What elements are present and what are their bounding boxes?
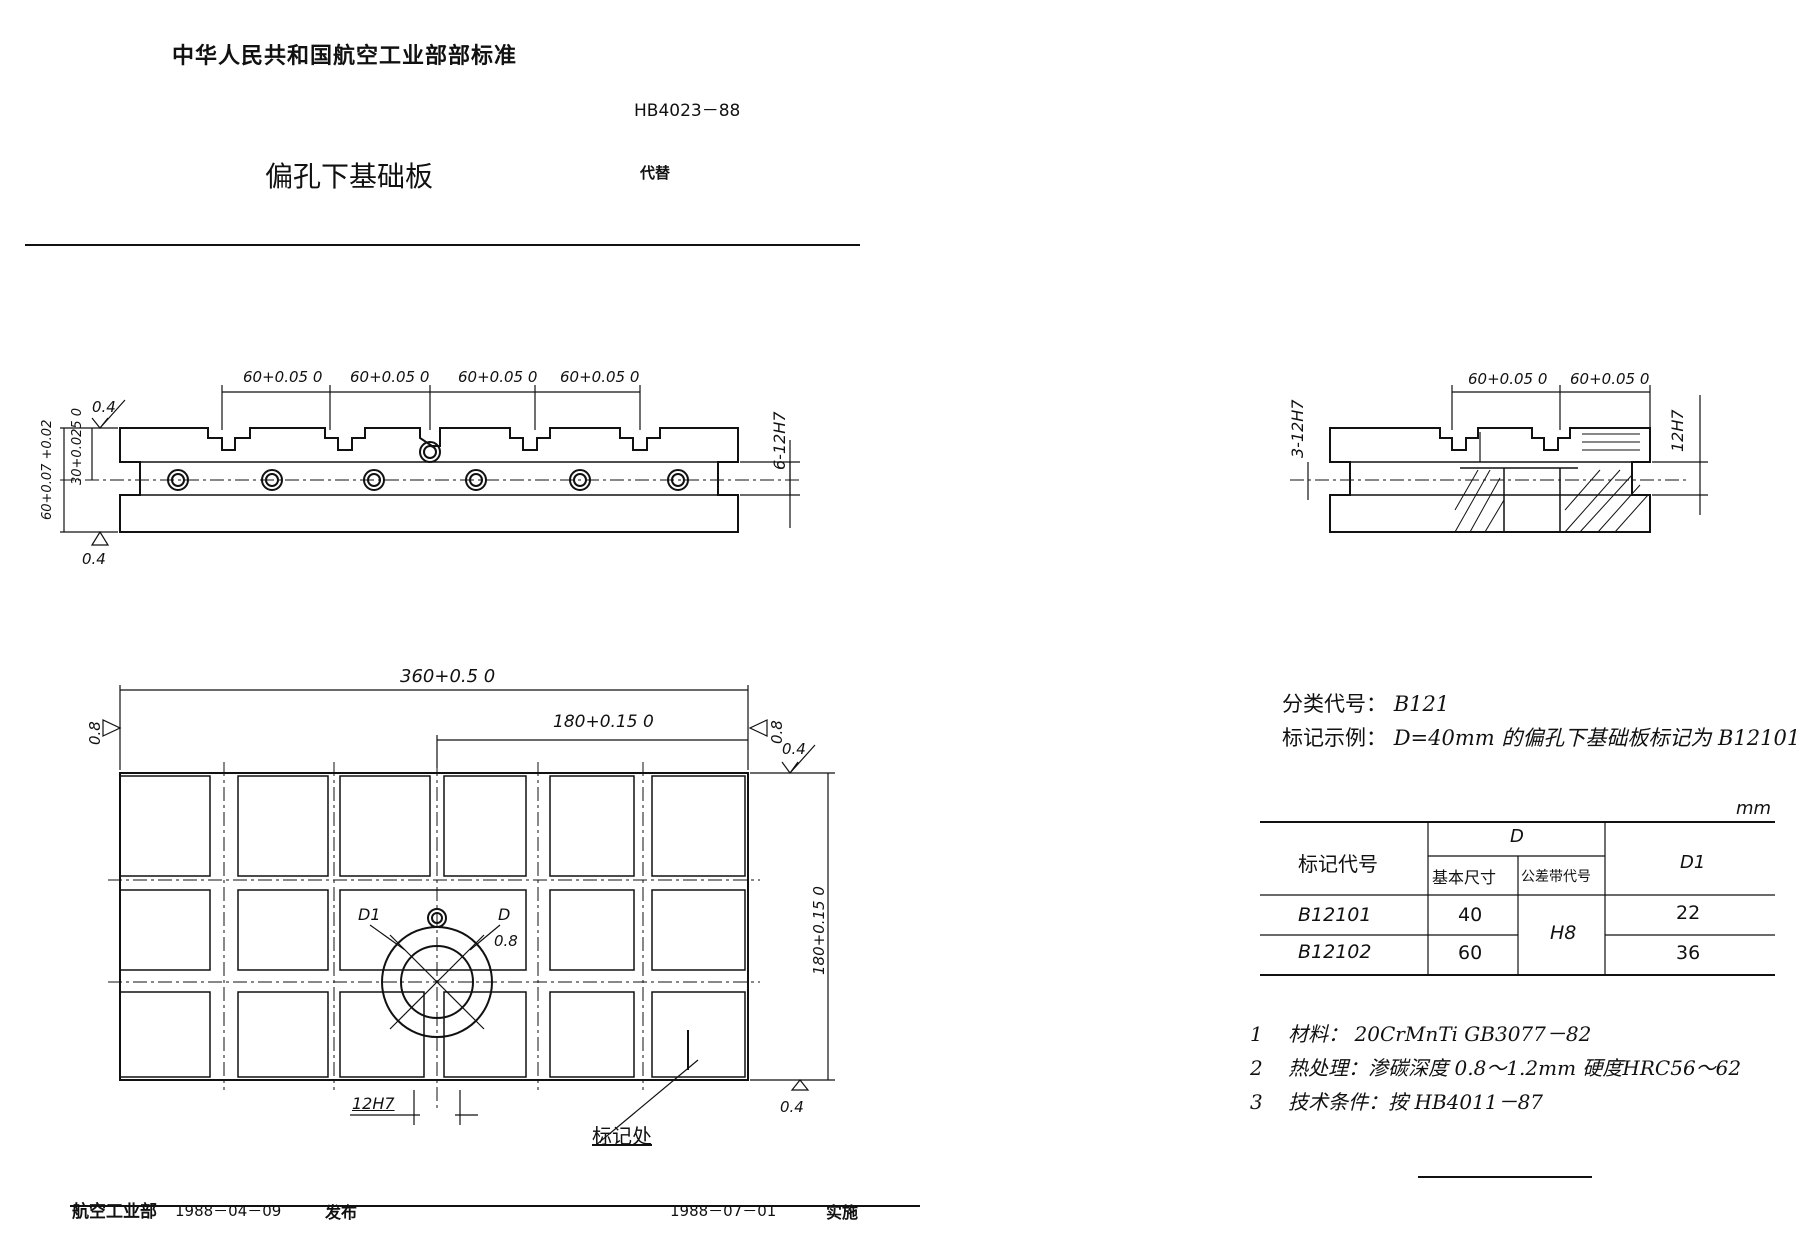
side-right-label: 12H7 [1668, 409, 1687, 452]
note-3: 3 技术条件：按 HB4011－87 [1250, 1086, 1543, 1115]
footer-issuer: 航空工业部 [72, 1202, 157, 1222]
footer-impl-label: 实施 [826, 1203, 859, 1222]
plan-slot-label: 12H7 [352, 1094, 395, 1113]
org-standard-title: 中华人民共和国航空工业部部标准 [172, 44, 518, 69]
standard-number: HB4023－88 [634, 101, 741, 121]
plan-width-dim: 360+0.5 0 [400, 666, 496, 687]
table-header-tol: 公差带代号 [1521, 869, 1591, 885]
d1-label: D1 [358, 905, 381, 924]
side-dim-2: 60+0.05 0 [1570, 370, 1650, 388]
front-height-dim: 60+0.07 +0.02 [40, 419, 55, 520]
table-row-1-d1: 22 [1676, 902, 1701, 924]
note-1-text: 材料： 20CrMnTi GB3077－82 [1288, 1022, 1592, 1046]
front-dim-4: 60+0.05 0 [560, 368, 640, 386]
plan-roughness-bottom: 0.4 [780, 1098, 804, 1116]
note-2: 2 热处理：渗碳深度 0.8～1.2mm 硬度HRC56～62 [1250, 1052, 1741, 1081]
table-row-1-mark: B12101 [1298, 904, 1372, 926]
classification-code-label: 分类代号： [1282, 692, 1387, 716]
note-1: 1 材料： 20CrMnTi GB3077－82 [1250, 1018, 1591, 1047]
note-1-number: 1 [1250, 1022, 1263, 1046]
side-view-outline [1290, 427, 1690, 533]
table-row-2-d1: 36 [1676, 942, 1701, 964]
front-slot-label: 6-12H7 [770, 411, 789, 470]
front-dim-2: 60+0.05 0 [350, 368, 430, 386]
plan-view-outline [108, 762, 760, 1110]
note-2-number: 2 [1250, 1056, 1263, 1080]
footer-impl-date: 1988－07－01 [670, 1202, 777, 1220]
table-row-1-basic: 40 [1458, 904, 1483, 926]
table-header-d1: D1 [1680, 852, 1706, 873]
marking-location-label: 标记处 [592, 1124, 652, 1148]
plan-roughness-left: 0.8 [86, 721, 104, 745]
classification-code: 分类代号： B121 [1282, 688, 1449, 718]
side-dim-1: 60+0.05 0 [1468, 370, 1548, 388]
table-header-d: D [1510, 826, 1524, 847]
front-roughness-bottom: 0.4 [82, 550, 106, 568]
table-tolerance-value: H8 [1550, 922, 1577, 944]
plan-height-dim: 180+0.15 0 [810, 886, 828, 975]
marking-example: 标记示例： D=40mm 的偏孔下基础板标记为 B12101 [1282, 722, 1799, 752]
table-row-2-basic: 60 [1458, 942, 1483, 964]
footer-issue-label: 发布 [325, 1203, 358, 1222]
footer-issue-date: 1988－04－09 [175, 1202, 282, 1220]
front-dim-3: 60+0.05 0 [458, 368, 538, 386]
marking-example-text: D=40mm 的偏孔下基础板标记为 B12101 [1393, 726, 1799, 750]
plan-roughness-top: 0.4 [782, 740, 806, 758]
note-3-text: 技术条件：按 HB4011－87 [1288, 1090, 1544, 1114]
table-header-mark: 标记代号 [1298, 852, 1378, 876]
note-2-text: 热处理：渗碳深度 0.8～1.2mm 硬度HRC56～62 [1288, 1056, 1742, 1080]
d-roughness: 0.8 [494, 932, 518, 950]
front-subheight-dim: 30+0.025 0 [70, 407, 85, 485]
table-row-2-mark: B12102 [1298, 941, 1372, 963]
d-label: D [498, 905, 511, 924]
side-hatching [1454, 433, 1649, 533]
marking-example-label: 标记示例： [1282, 726, 1387, 750]
plan-half-dim: 180+0.15 0 [553, 712, 654, 732]
note-3-number: 3 [1250, 1090, 1263, 1114]
front-view-outline [60, 427, 800, 533]
classification-code-value: B121 [1393, 692, 1450, 716]
table-header-basic: 基本尺寸 [1432, 868, 1497, 887]
document-title: 偏孔下基础板 [265, 160, 434, 193]
front-roughness-top: 0.4 [92, 398, 116, 416]
front-dim-1: 60+0.05 0 [243, 368, 323, 386]
table-unit: mm [1736, 798, 1772, 819]
side-left-label: 3-12H7 [1288, 399, 1307, 458]
replaces-label: 代替 [640, 164, 671, 182]
